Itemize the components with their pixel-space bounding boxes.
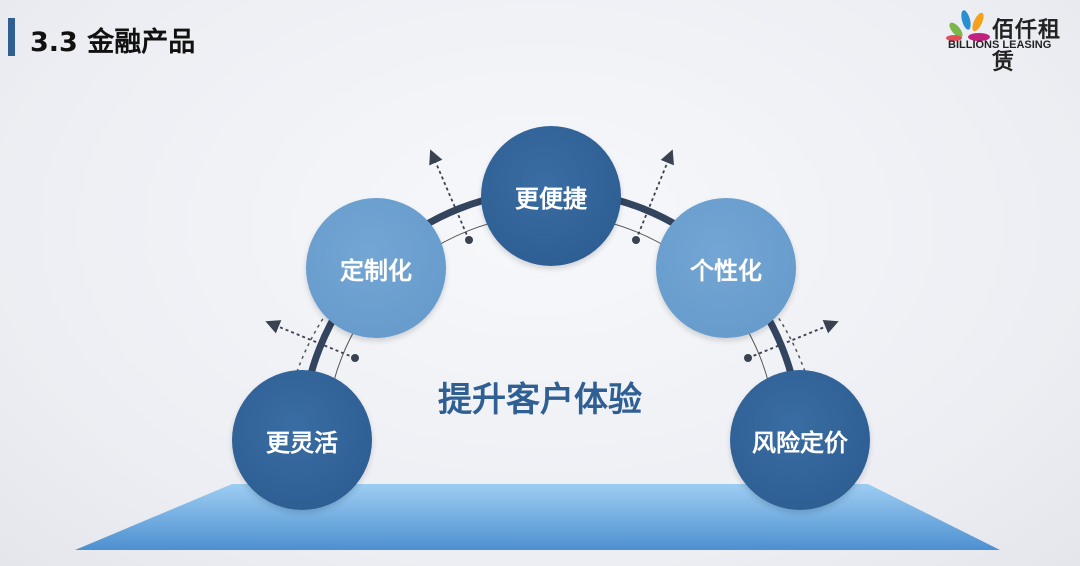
node-risk-pricing: 风险定价 (730, 370, 870, 510)
node-flexible: 更灵活 (232, 370, 372, 510)
arrow-4 (747, 320, 839, 359)
arrow-2 (429, 149, 470, 241)
company-logo: 佰仟租赁 BILLIONS LEASING (946, 6, 1076, 75)
page-title: 3.3 金融产品 (30, 27, 196, 58)
platform (75, 484, 1000, 550)
node-personalized: 个性化 (656, 198, 796, 338)
center-label: 提升客户体验 (438, 380, 642, 420)
arrow-3 (635, 149, 674, 241)
title-accent-bar (8, 18, 15, 56)
node-customized: 定制化 (306, 198, 446, 338)
flower-logo-icon (946, 10, 990, 41)
node-convenient: 更便捷 (481, 126, 621, 266)
arrow-1 (265, 320, 356, 359)
